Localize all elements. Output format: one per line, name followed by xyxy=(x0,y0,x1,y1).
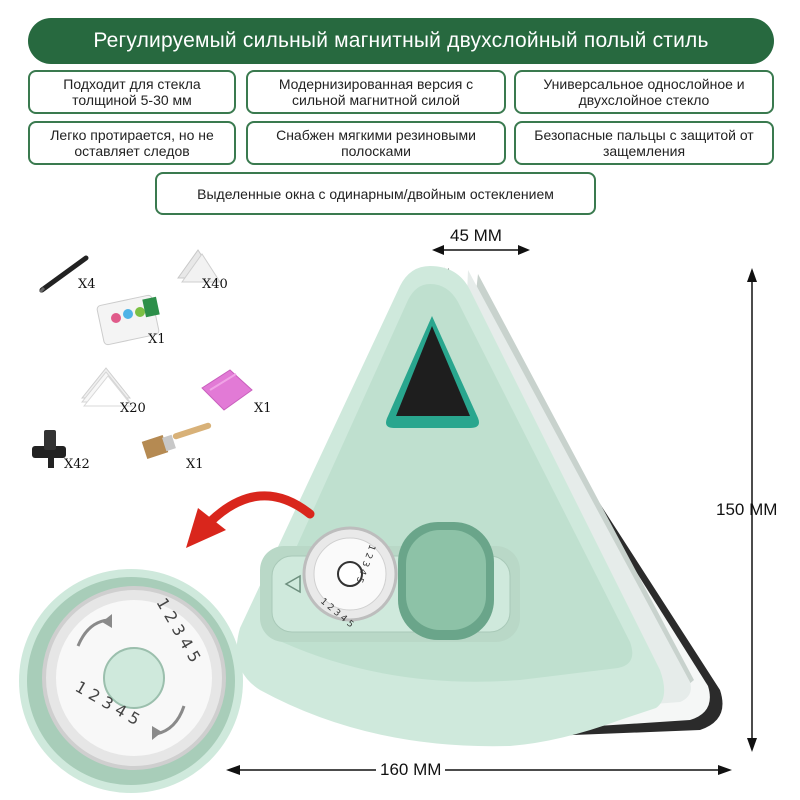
zoomed-dial: 1 2 3 4 5 1 2 3 4 5 xyxy=(19,569,243,793)
adjustment-dial: 1 2 3 4 5 1 2 3 4 5 xyxy=(302,526,398,630)
length-label: 160 MM xyxy=(376,760,446,780)
rotate-arrow-icon-2 xyxy=(152,705,186,740)
rope-clip-icon xyxy=(32,430,66,468)
window-cleaner-product: 1 2 3 4 5 1 2 3 4 5 xyxy=(236,266,723,747)
felt-pad-stack-icon xyxy=(80,367,134,407)
feature-finger-protection: Безопасные пальцы с защитой от защемлени… xyxy=(514,121,774,165)
width-label: 45 MM xyxy=(450,226,502,245)
banner-title: Регулируемый сильный магнитный двухслойн… xyxy=(93,29,709,52)
feature-magnetic-force: Модернизированная версия с сильной магни… xyxy=(246,70,506,114)
qty-rope-clip: X42 xyxy=(64,457,90,472)
zoom-arrow-icon xyxy=(186,491,315,548)
height-arrow xyxy=(747,268,757,752)
qty-sticker-pack: X1 xyxy=(148,332,166,347)
sticker-pack-icon xyxy=(96,294,160,346)
rotate-arrow-icon xyxy=(76,614,112,647)
feature-no-streaks: Легко протирается, но не оставляет следо… xyxy=(28,121,236,165)
width-arrow xyxy=(432,245,530,255)
feature-rubber-strips: Снабжен мягкими резиновыми полосками xyxy=(246,121,506,165)
qty-brush: X1 xyxy=(186,457,204,472)
rubber-strip-icon xyxy=(38,255,89,294)
qty-felt-pad-stack: X20 xyxy=(120,401,146,416)
title-banner: Регулируемый сильный магнитный двухслойн… xyxy=(28,18,774,64)
height-label: 150 MM xyxy=(716,500,778,519)
accessories-illustration xyxy=(32,249,253,468)
qty-triangle-pad: X40 xyxy=(202,277,228,292)
brush-icon xyxy=(141,422,212,459)
feature-universal-glass: Универсальное однослойное и двухслойное … xyxy=(514,70,774,114)
qty-cleaning-cloth: X1 xyxy=(254,401,272,416)
magnet-window-icon xyxy=(386,316,479,428)
cleaning-cloth-icon xyxy=(201,369,253,411)
feature-glass-thickness: Подходит для стекла толщиной 5-30 мм xyxy=(28,70,236,114)
length-arrow xyxy=(226,765,732,775)
triangle-pad-icon xyxy=(177,249,221,283)
qty-rubber-strip: X4 xyxy=(78,277,96,292)
feature-dedicated-windows: Выделенные окна с одинарным/двойным осте… xyxy=(155,172,596,215)
